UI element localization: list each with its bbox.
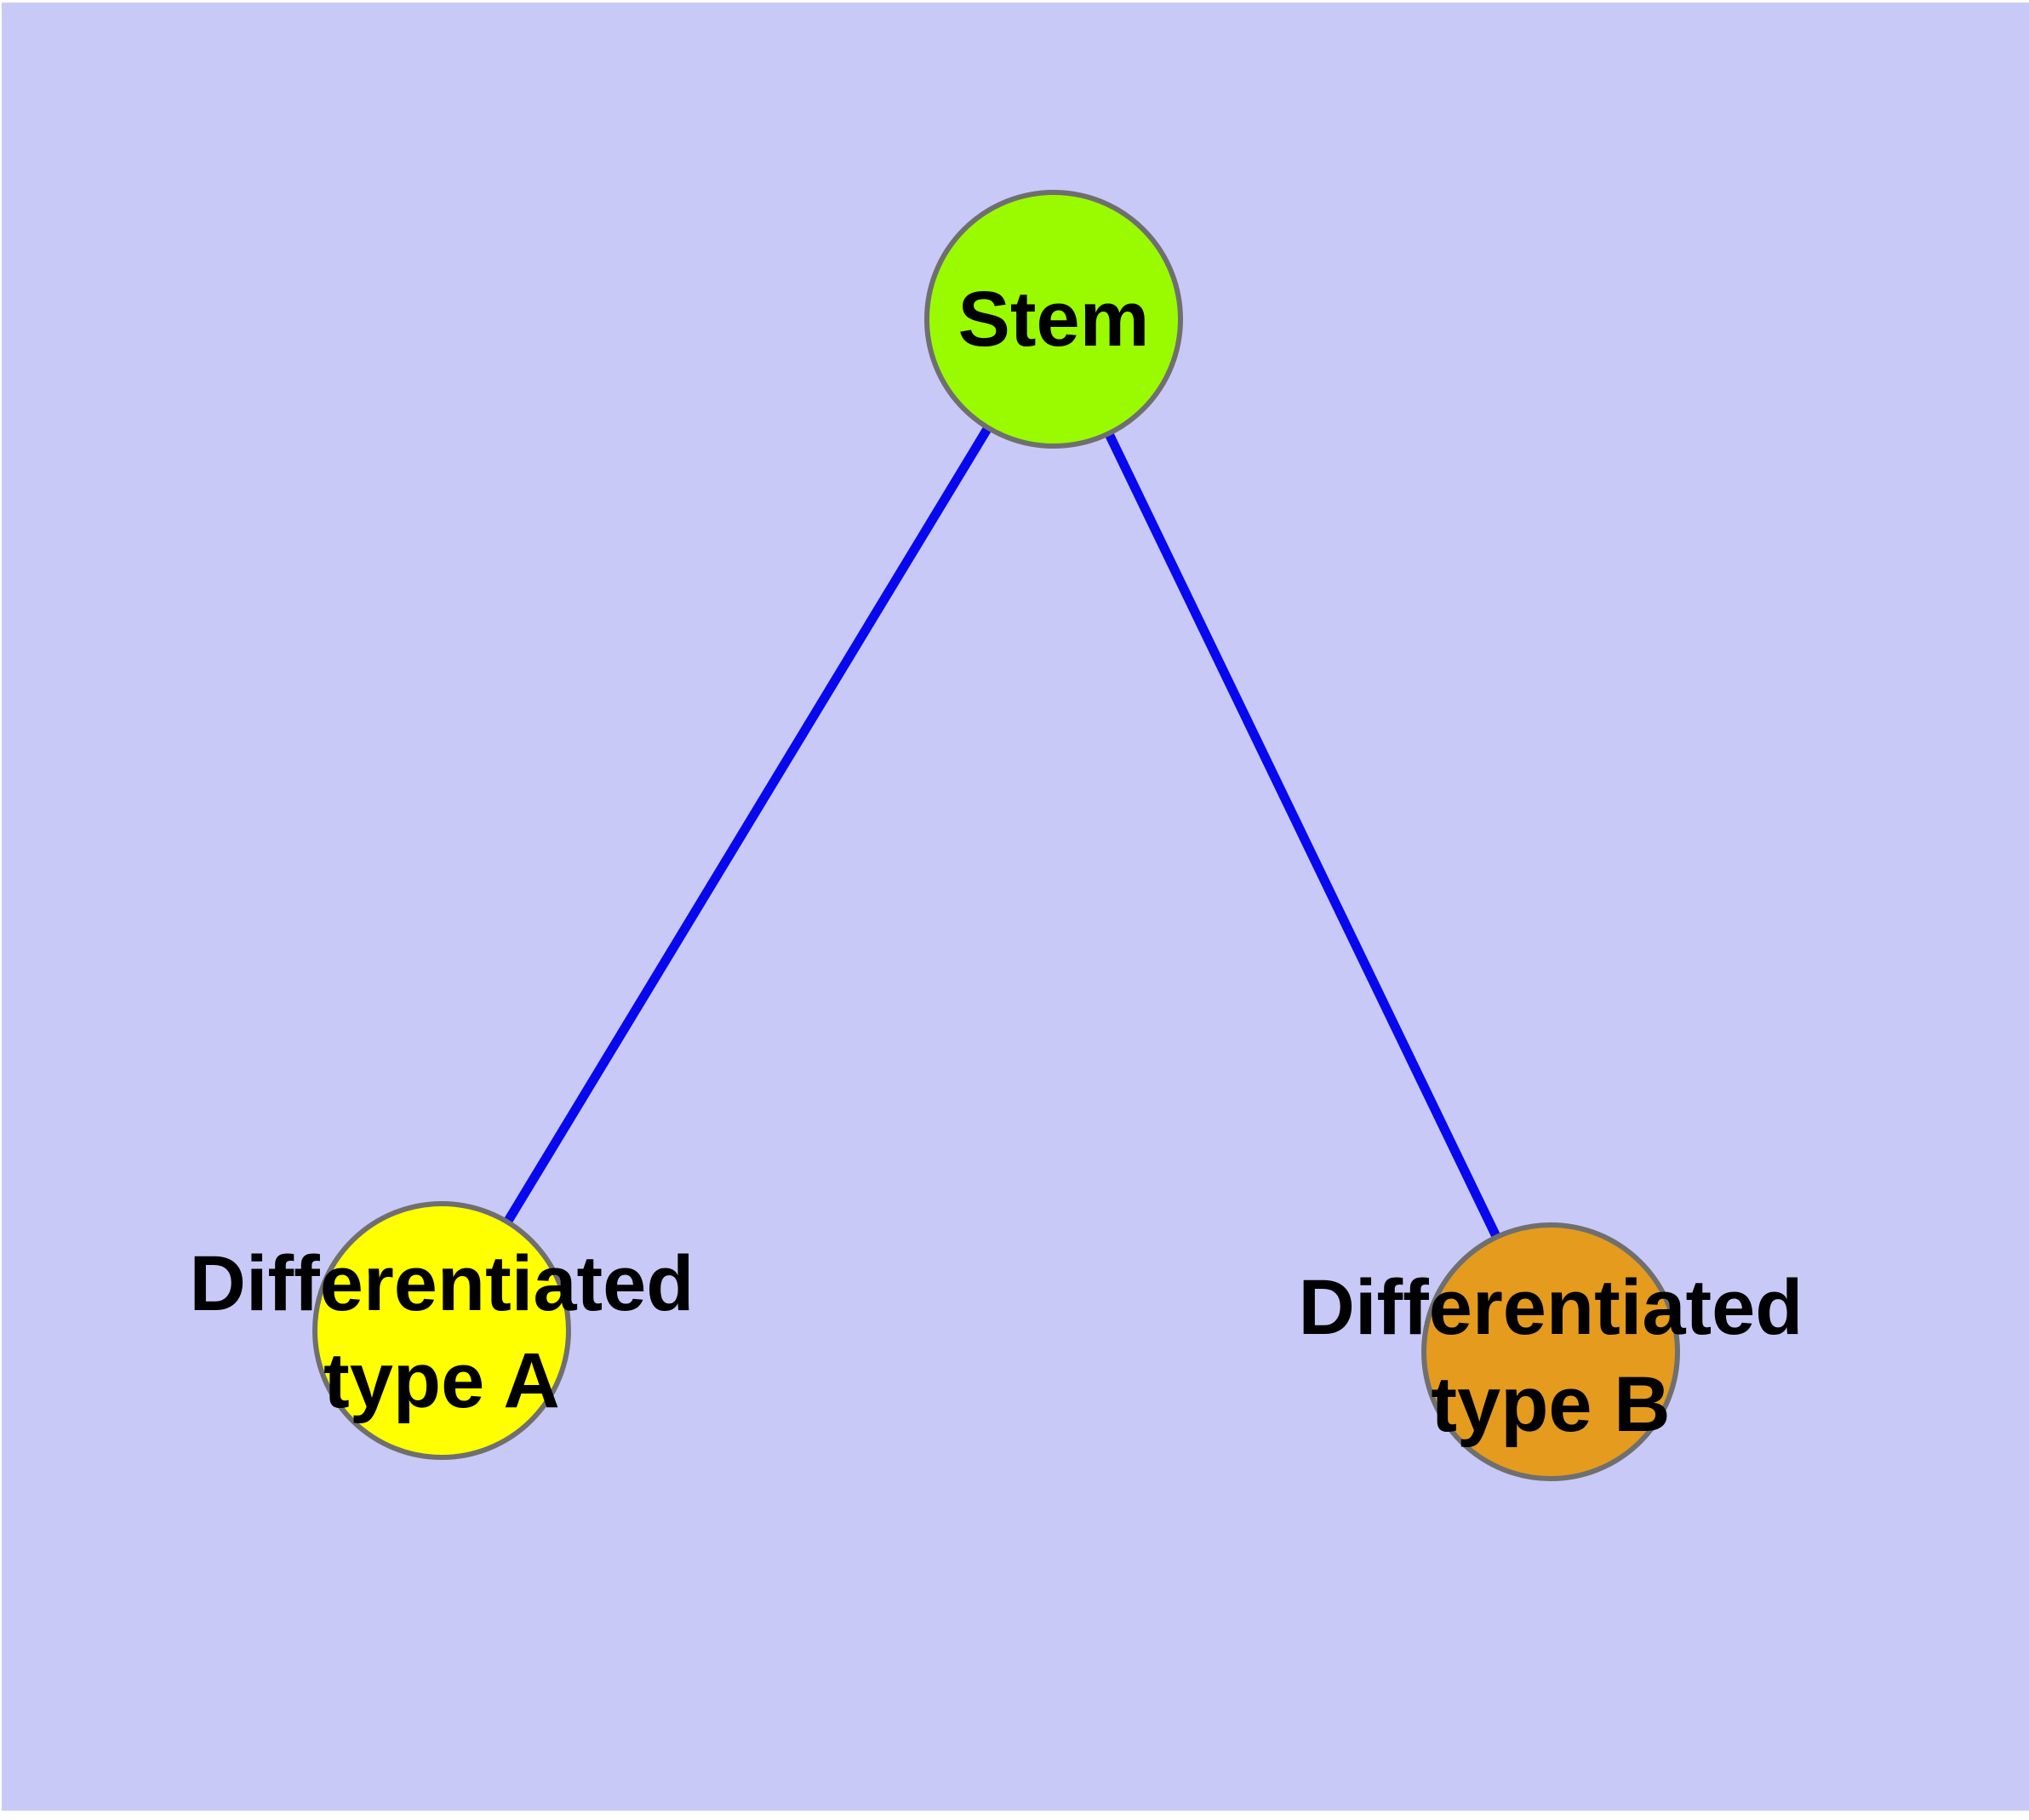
node-label-differentiated-type-b: Differentiated type B <box>1298 1264 1803 1448</box>
edges-layer <box>437 317 1555 1352</box>
node-differentiated-type-b <box>1421 1222 1680 1481</box>
edge-stem-to-type-a <box>437 317 1058 1333</box>
diagram-canvas: Stem Differentiated type A Differentiate… <box>2 3 2029 1811</box>
node-label-stem: Stem <box>957 276 1150 363</box>
node-label-differentiated-type-a: Differentiated type A <box>189 1240 694 1424</box>
node-stem <box>924 190 1183 449</box>
node-differentiated-type-a <box>312 1201 571 1460</box>
edge-stem-to-type-b <box>1049 317 1555 1352</box>
